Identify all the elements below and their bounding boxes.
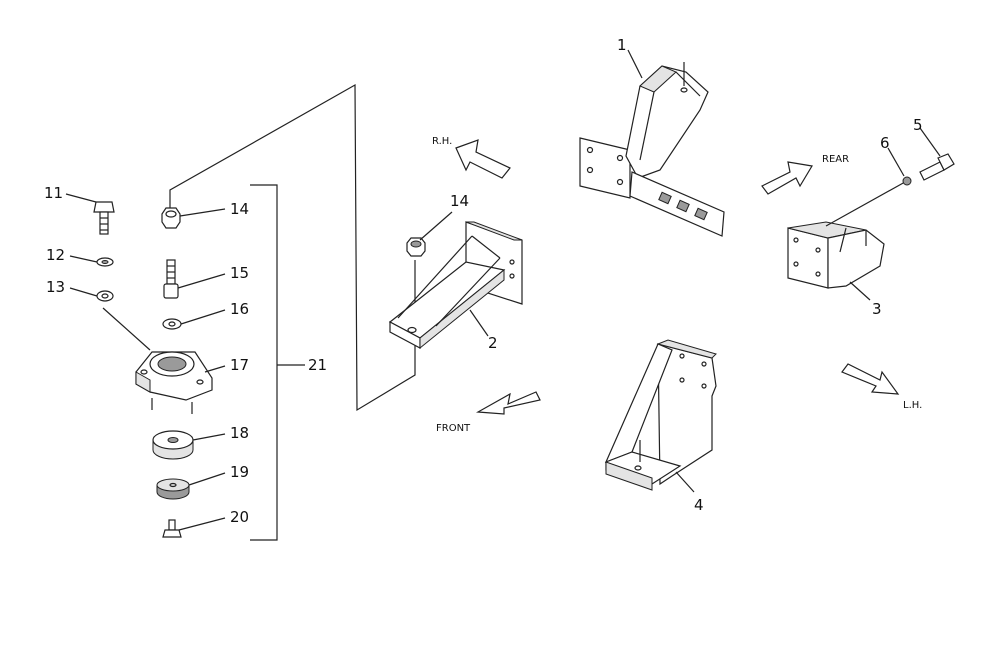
washer-6	[902, 176, 912, 186]
leader-6	[887, 147, 905, 177]
leader-1	[627, 49, 643, 79]
lock-washer-12	[96, 257, 114, 267]
bolt-20	[162, 519, 182, 538]
stud-15	[163, 259, 179, 299]
leader-2	[469, 309, 489, 337]
leader-13	[69, 287, 98, 297]
callout-3: 3	[872, 300, 882, 318]
bracket-4	[604, 339, 717, 491]
callout-13: 13	[46, 278, 65, 296]
arrow-rh-icon	[455, 139, 511, 179]
callout-18: 18	[230, 424, 249, 442]
callout-14-bracket: 14	[450, 192, 469, 210]
bracket-2	[388, 221, 523, 350]
leader-20	[178, 517, 226, 531]
assembly-leader-line	[169, 83, 416, 412]
bolt-5	[919, 153, 955, 181]
leader-5	[919, 127, 941, 157]
bracket-3	[787, 221, 885, 289]
callout-15: 15	[230, 264, 249, 282]
leader-11	[65, 193, 97, 203]
bolt-11	[93, 201, 115, 235]
leader-15	[177, 273, 226, 289]
leader-3	[849, 281, 871, 301]
callout-20: 20	[230, 508, 249, 526]
leader-16	[180, 309, 226, 325]
leader-12	[69, 255, 98, 263]
arrow-rear-icon	[761, 161, 813, 195]
arrow-front-icon	[475, 391, 541, 415]
bolt-line-5-6	[825, 181, 906, 227]
callout-1: 1	[617, 36, 627, 54]
leader-19	[188, 472, 226, 486]
leader-14a	[179, 208, 226, 217]
callout-5: 5	[913, 116, 923, 134]
callout-17: 17	[230, 356, 249, 374]
direction-rear-label: REAR	[822, 154, 849, 165]
arrow-lh-icon	[841, 363, 900, 395]
callout-16: 16	[230, 300, 249, 318]
callout-6: 6	[880, 134, 890, 152]
callout-21: 21	[308, 356, 327, 374]
rubber-isolator-18	[152, 430, 194, 460]
callout-12: 12	[46, 246, 65, 264]
direction-rh-label: R.H.	[432, 136, 452, 147]
callout-2: 2	[488, 334, 498, 352]
callout-4: 4	[694, 496, 704, 514]
bracket-1	[579, 62, 725, 237]
direction-front-label: FRONT	[436, 423, 471, 434]
rubber-cap-19	[156, 478, 190, 500]
callout-19: 19	[230, 463, 249, 481]
leader-18	[192, 433, 226, 441]
leader-17	[204, 365, 226, 373]
leader-4	[675, 471, 695, 493]
nut-14-bracket	[406, 237, 426, 257]
direction-lh-label: L.H.	[903, 400, 922, 411]
group-bracket	[250, 184, 278, 541]
callout-14-left: 14	[230, 200, 249, 218]
leader-14b	[419, 211, 453, 241]
flat-washer-13	[96, 290, 114, 302]
mount-housing-17	[135, 351, 213, 414]
callout-11: 11	[44, 184, 63, 202]
washer-16	[162, 318, 182, 330]
nut-14	[161, 207, 181, 229]
leader-13-to-17	[102, 307, 151, 351]
